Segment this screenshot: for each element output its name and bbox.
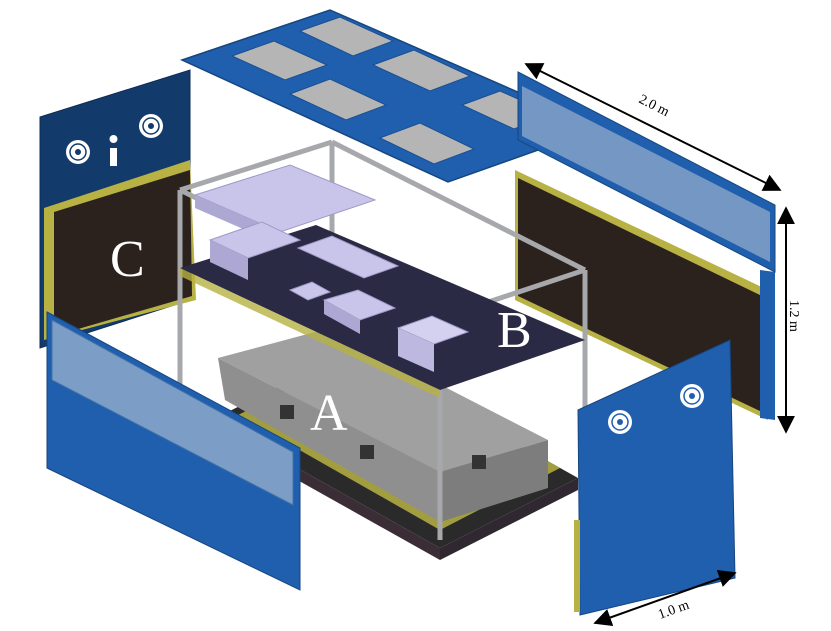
label-b: B [497,302,532,359]
dimension-height: 1.2 m [777,206,801,434]
info-icon [109,135,118,166]
fan-icon [608,410,632,434]
front-long-panel [46,311,301,591]
top-panel-window [230,16,554,165]
right-long-panel [515,71,776,420]
equipment-box-a [218,328,548,522]
label-c: C [110,231,145,288]
right-end-panel [574,339,736,616]
shelf-equipment [193,164,470,372]
equipment-shelf-b [180,164,585,398]
fan-icon [66,140,90,164]
svg-text:2.0 m: 2.0 m [636,92,671,120]
left-end-panel [39,69,196,349]
label-a: A [310,385,348,442]
svg-text:1.0 m: 1.0 m [656,598,691,623]
fan-icon [139,114,163,138]
fan-icon [680,384,704,408]
svg-text:1.2 m: 1.2 m [786,300,801,332]
top-panel [179,9,603,183]
